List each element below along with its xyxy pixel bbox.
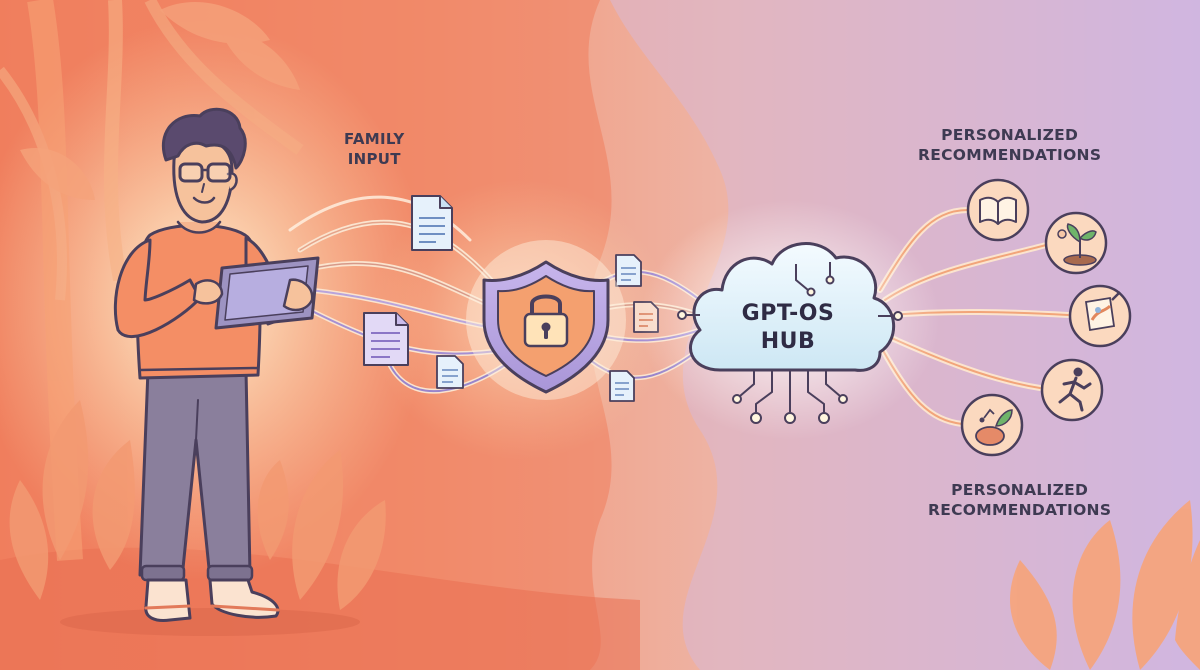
running-icon xyxy=(1040,358,1104,422)
seedling-icon xyxy=(1044,211,1108,275)
document-icon xyxy=(363,312,409,366)
family-input-label-line-2: INPUT xyxy=(347,149,401,168)
document-icon xyxy=(436,355,464,389)
recommendations-label-top: PERSONALIZED RECOMMENDATIONS xyxy=(918,125,1101,165)
book-icon xyxy=(966,178,1030,242)
leaf-cluster-bottom-right xyxy=(1010,500,1200,670)
hub-title-line-1: GPT-OS xyxy=(742,301,835,326)
cloud-circuit-icon: GPT-OS HUB xyxy=(640,200,940,440)
shield-lock-icon xyxy=(466,240,626,400)
leaf-cluster-bottom-left xyxy=(9,400,386,610)
recommendations-top-line-1: PERSONALIZED xyxy=(941,126,1079,144)
document-icon xyxy=(411,195,453,251)
leaf-cluster-top xyxy=(20,1,300,200)
painting-icon xyxy=(1068,284,1132,348)
input-flow-lines xyxy=(288,195,508,394)
family-input-label-line-1: FAMILY xyxy=(344,130,405,148)
gardening-icon xyxy=(960,393,1024,457)
document-icon xyxy=(609,370,635,402)
recommendations-top-line-2: RECOMMENDATIONS xyxy=(918,146,1102,165)
recommendations-label-bottom: PERSONALIZED RECOMMENDATIONS xyxy=(928,480,1111,520)
document-icon xyxy=(615,254,642,287)
person-with-tablet-icon xyxy=(113,107,320,622)
family-input-label: FAMILY INPUT xyxy=(344,130,405,169)
hub-title-line-2: HUB xyxy=(761,329,816,354)
recommendations-bottom-line-2: RECOMMENDATIONS xyxy=(928,501,1112,520)
recommendations-bottom-line-1: PERSONALIZED xyxy=(951,481,1089,499)
